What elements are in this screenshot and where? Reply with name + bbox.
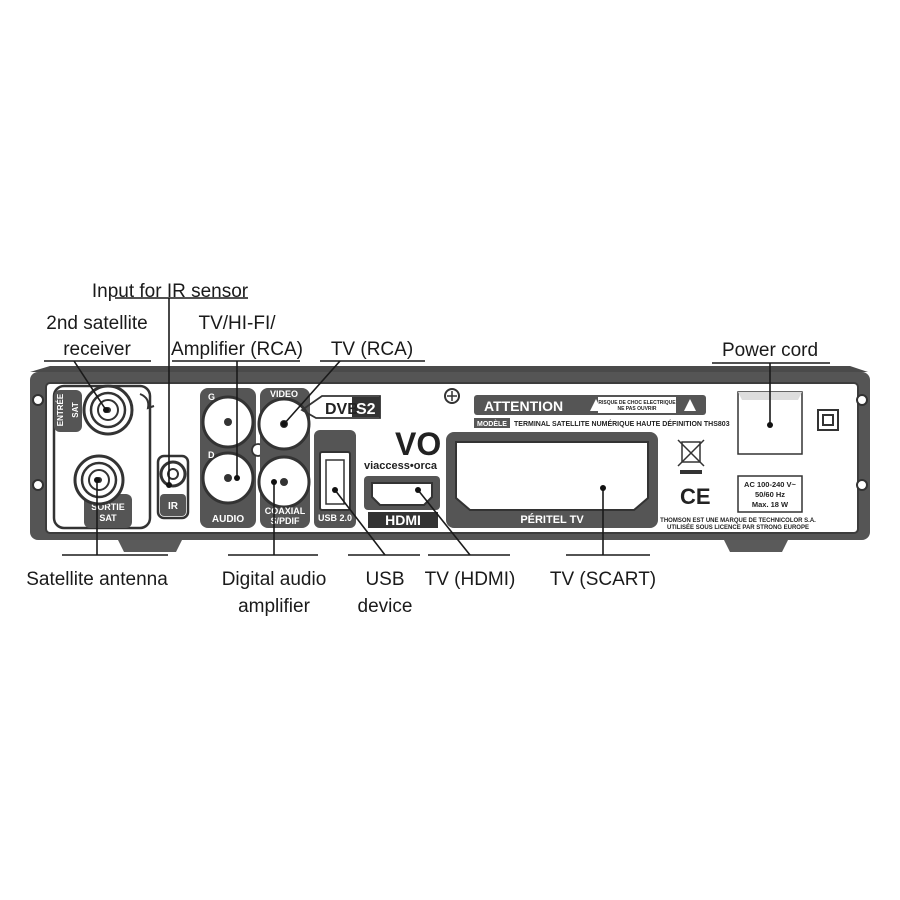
audio-d-label: D [208, 450, 215, 460]
callout-dots [94, 407, 773, 493]
screw-left-bottom [32, 479, 44, 491]
callout-usb-2: device [358, 596, 413, 617]
arrow-icon [139, 393, 155, 410]
ir-label: IR [168, 501, 179, 512]
callout-tv-scart: TV (SCART) [550, 569, 656, 590]
audio-g-label: G [208, 392, 215, 402]
weee-bin-icon [677, 439, 705, 474]
thomson-text-2: UTILISÉE SOUS LICENCE PAR STRONG EUROPE [667, 523, 809, 531]
power-rating-box [737, 475, 803, 513]
audio-label: AUDIO [212, 514, 244, 525]
coaxial-label-1: COAXIAL [265, 506, 306, 516]
viaccess-logo: viaccess•orca [364, 460, 438, 472]
callout-second-receiver-1: 2nd satellite [46, 313, 147, 334]
model-text: TERMINAL SATELLITE NUMÉRIQUE HAUTE DÉFIN… [514, 419, 730, 428]
video-label: VIDEO [270, 389, 298, 399]
attention-banner [474, 395, 706, 415]
callout-ir-input: Input for IR sensor [92, 281, 249, 302]
callout-power-cord: Power cord [722, 340, 818, 361]
callout-digital-audio-2: amplifier [238, 596, 310, 617]
dvb-logo-text: DVB [325, 401, 359, 418]
callout-sat-antenna: Satellite antenna [26, 569, 168, 590]
peritel-label: PÉRITEL TV [520, 513, 584, 526]
sortie-label-2: SAT [99, 513, 117, 523]
coaxial-label-2: S/PDIF [270, 516, 300, 526]
ir-port [156, 454, 190, 520]
entree-label-2: SAT [71, 402, 80, 418]
model-banner [474, 418, 510, 428]
attention-text: ATTENTION [484, 398, 563, 414]
power-rating-1: AC 100-240 V~ [744, 480, 797, 489]
s2-logo-text: S2 [356, 401, 376, 418]
screw-left-top [32, 394, 44, 406]
power-rating-2: 50/60 Hz [755, 490, 785, 499]
sortie-label-1: SORTIE [91, 502, 125, 512]
audio-left-connector [201, 395, 255, 449]
callout-tv-hifi-1: TV/HI-FI/ [198, 313, 276, 334]
vo-logo: VO [395, 426, 441, 462]
callout-usb-1: USB [365, 569, 404, 590]
scart-port [446, 432, 658, 528]
screw-right-top [856, 394, 868, 406]
usb-label: USB 2.0 [318, 513, 352, 523]
entree-label-1: ENTRÉE [56, 393, 65, 426]
hdmi-logo: HDMI [385, 512, 421, 528]
power-rating-3: Max. 18 W [752, 500, 789, 509]
ce-mark: CE [680, 484, 711, 509]
coaxial-connector [257, 455, 311, 509]
callout-lines [44, 297, 830, 556]
risk-text-1: RISQUE DE CHOC ELECTRIQUE [598, 400, 676, 406]
double-insulation-icon [817, 409, 839, 431]
screw-center [444, 388, 460, 404]
audio-right-connector [201, 451, 255, 505]
dvb-s2-logo [300, 395, 381, 419]
modele-label: MODÈLE [477, 419, 507, 428]
risk-text-2: NE PAS OUVRIR [617, 406, 656, 412]
callout-digital-audio-1: Digital audio [222, 569, 327, 590]
callout-tv-hdmi: TV (HDMI) [425, 569, 516, 590]
callout-tv-rca: TV (RCA) [331, 339, 413, 360]
screw-right-bottom [856, 479, 868, 491]
callout-tv-hifi-2: Amplifier (RCA) [171, 339, 303, 360]
thomson-text-1: THOMSON EST UNE MARQUE DE TECHNICOLOR S.… [660, 518, 816, 524]
callout-second-receiver-2: receiver [63, 339, 131, 360]
